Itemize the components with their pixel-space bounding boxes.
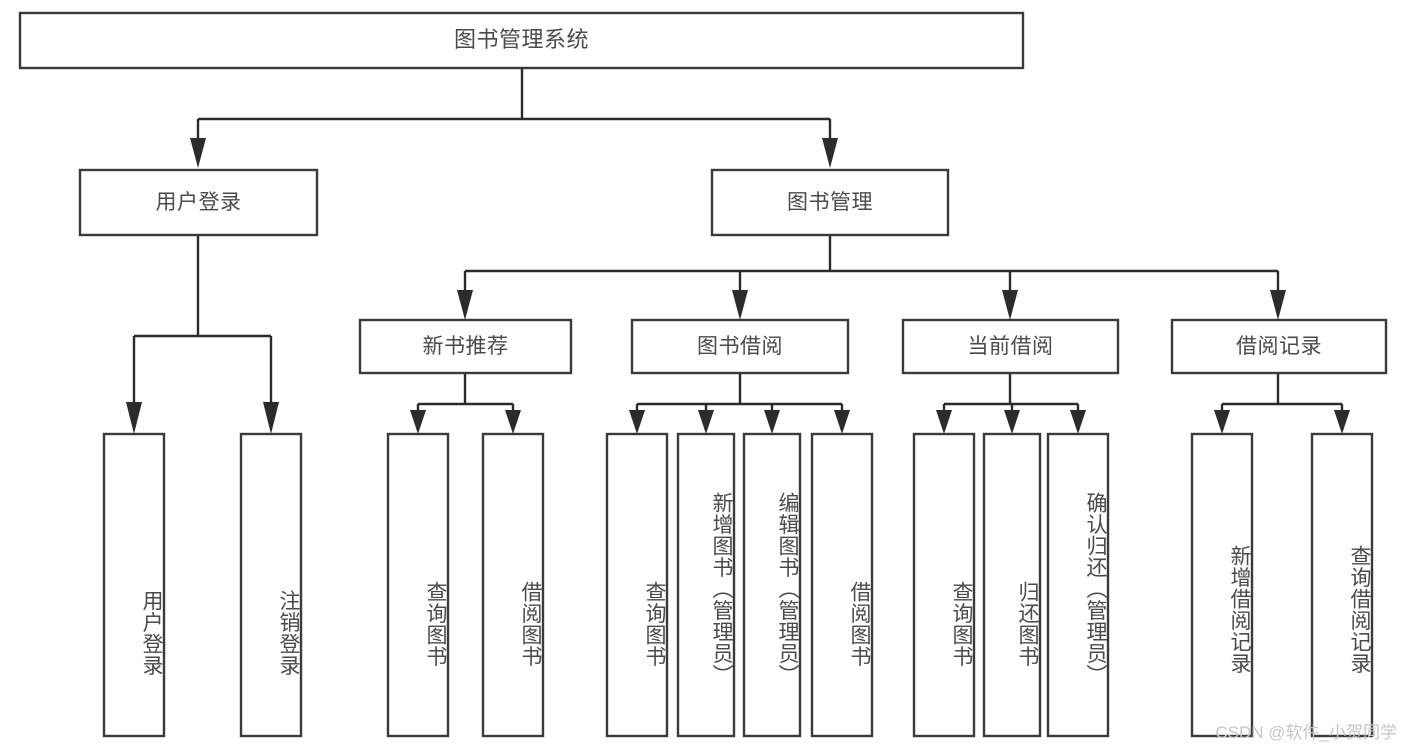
node-box-leaf-user-login-0[interactable] [102, 432, 166, 738]
arrow-user-login-leaf-1 [126, 402, 142, 434]
node-box-leaf-book-borrow-0[interactable] [605, 432, 669, 738]
arrow-nb-leaf-2 [505, 410, 521, 434]
node-box-book-manage[interactable] [710, 168, 950, 237]
connector-group-borrow-record [1214, 373, 1350, 434]
arrow-bb-leaf-4 [834, 410, 850, 434]
node-box-leaf-borrow-record-0[interactable] [1190, 432, 1254, 738]
node-box-root[interactable] [18, 11, 1025, 70]
node-box-leaf-new-book-1[interactable] [481, 432, 545, 738]
node-box-leaf-current-borrow-1[interactable] [982, 432, 1042, 738]
connector-group-root [190, 68, 838, 168]
arrow-bm-to-borrow-record [1270, 290, 1286, 320]
node-box-book-borrow[interactable] [630, 318, 850, 375]
node-box-leaf-new-book-0[interactable] [386, 432, 450, 738]
node-box-leaf-book-borrow-3[interactable] [810, 432, 874, 738]
node-box-current-borrow[interactable] [901, 318, 1120, 375]
arrow-br-leaf-1 [1214, 410, 1230, 434]
node-box-leaf-current-borrow-0[interactable] [912, 432, 976, 738]
arrow-user-login-leaf-2 [263, 402, 279, 434]
node-box-leaf-borrow-record-1[interactable] [1310, 432, 1374, 738]
arrow-bb-leaf-3 [764, 410, 780, 434]
arrow-bm-to-current-borrow [1002, 290, 1018, 320]
connector-group-book-manage [457, 235, 1286, 320]
connector-group-user-login [126, 235, 279, 434]
arrow-cb-leaf-3 [1070, 410, 1086, 434]
arrow-cb-leaf-1 [936, 410, 952, 434]
node-box-leaf-book-borrow-1[interactable] [676, 432, 736, 738]
arrow-root-to-book-manage [822, 138, 838, 168]
node-box-leaf-user-login-1[interactable] [239, 432, 303, 738]
arrow-bm-to-book-borrow [732, 290, 748, 320]
connector-group-new-book [410, 373, 521, 434]
arrow-bm-to-new-book [457, 290, 473, 320]
arrow-nb-leaf-1 [410, 410, 426, 434]
arrow-root-to-user-login [190, 138, 206, 168]
node-box-borrow-record[interactable] [1170, 318, 1388, 375]
arrow-bb-leaf-1 [629, 410, 645, 434]
node-box-leaf-current-borrow-2[interactable] [1046, 432, 1110, 738]
connector-group-book-borrow [629, 373, 850, 434]
arrow-bb-leaf-2 [698, 410, 714, 434]
node-box-new-book-recommend[interactable] [358, 318, 573, 375]
arrow-cb-leaf-2 [1004, 410, 1020, 434]
connector-group-current-borrow [936, 373, 1086, 434]
arrow-br-leaf-2 [1334, 410, 1350, 434]
watermark-label: CSDN @软件_小贺同学 [1215, 723, 1397, 742]
node-box-leaf-book-borrow-2[interactable] [742, 432, 802, 738]
node-box-user-login[interactable] [78, 168, 319, 237]
